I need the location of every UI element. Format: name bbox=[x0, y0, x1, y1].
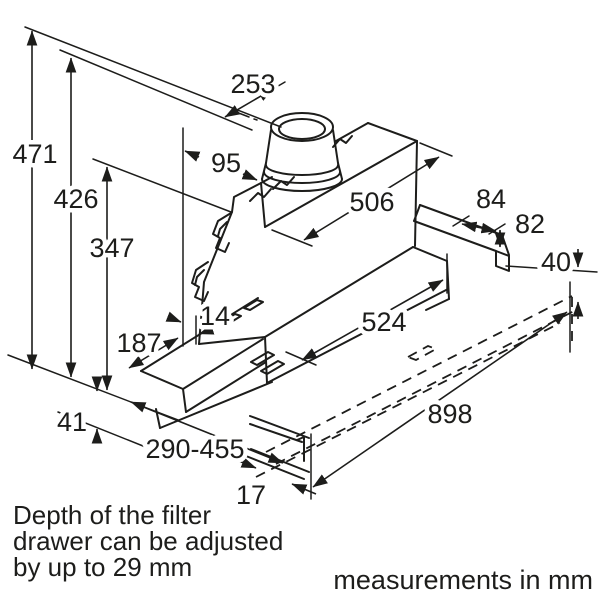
vent-slot bbox=[221, 313, 242, 325]
spring-clip-icon bbox=[272, 176, 295, 190]
filter-note-line-3: by up to 29 mm bbox=[13, 552, 192, 582]
dim-label-187: 187 bbox=[116, 328, 161, 358]
dim-label-40: 40 bbox=[541, 247, 571, 277]
spring-clip-icon bbox=[249, 188, 272, 202]
dim-label-14: 14 bbox=[200, 301, 230, 331]
filter-handle-dashed bbox=[405, 345, 439, 361]
dim-label-347: 347 bbox=[89, 233, 134, 263]
drawer-tab bbox=[260, 360, 285, 375]
vent-slot bbox=[243, 299, 264, 311]
spring-clip-icon bbox=[332, 135, 353, 148]
dim-label-290-455: 290-455 bbox=[145, 434, 244, 464]
filter-note-line-1: Depth of the filter bbox=[13, 500, 211, 530]
drawer-tab bbox=[250, 351, 275, 366]
dimension-lines bbox=[26, 30, 584, 495]
dim-label-17: 17 bbox=[236, 480, 266, 510]
dim-label-506: 506 bbox=[349, 187, 394, 217]
units-note: measurements in mm bbox=[333, 565, 593, 595]
captions: Depth of the filter drawer can be adjust… bbox=[13, 500, 593, 595]
dim-label-253: 253 bbox=[230, 69, 275, 99]
dim-label-82: 82 bbox=[515, 209, 545, 239]
dim-label-471: 471 bbox=[12, 139, 57, 169]
dim-label-84: 84 bbox=[476, 184, 506, 214]
dim-label-41: 41 bbox=[57, 407, 87, 437]
filter-note-line-2: drawer can be adjusted bbox=[13, 526, 283, 556]
dim-label-898: 898 bbox=[427, 399, 472, 429]
dim-label-524: 524 bbox=[361, 307, 406, 337]
rear-spacer-bracket bbox=[413, 204, 510, 272]
mounting-hooks bbox=[191, 212, 232, 302]
dim-label-426: 426 bbox=[53, 184, 98, 214]
dim-label-95: 95 bbox=[211, 148, 241, 178]
dimension-labels: 471 426 347 253 95 506 84 82 40 14 187 5… bbox=[8, 65, 576, 515]
